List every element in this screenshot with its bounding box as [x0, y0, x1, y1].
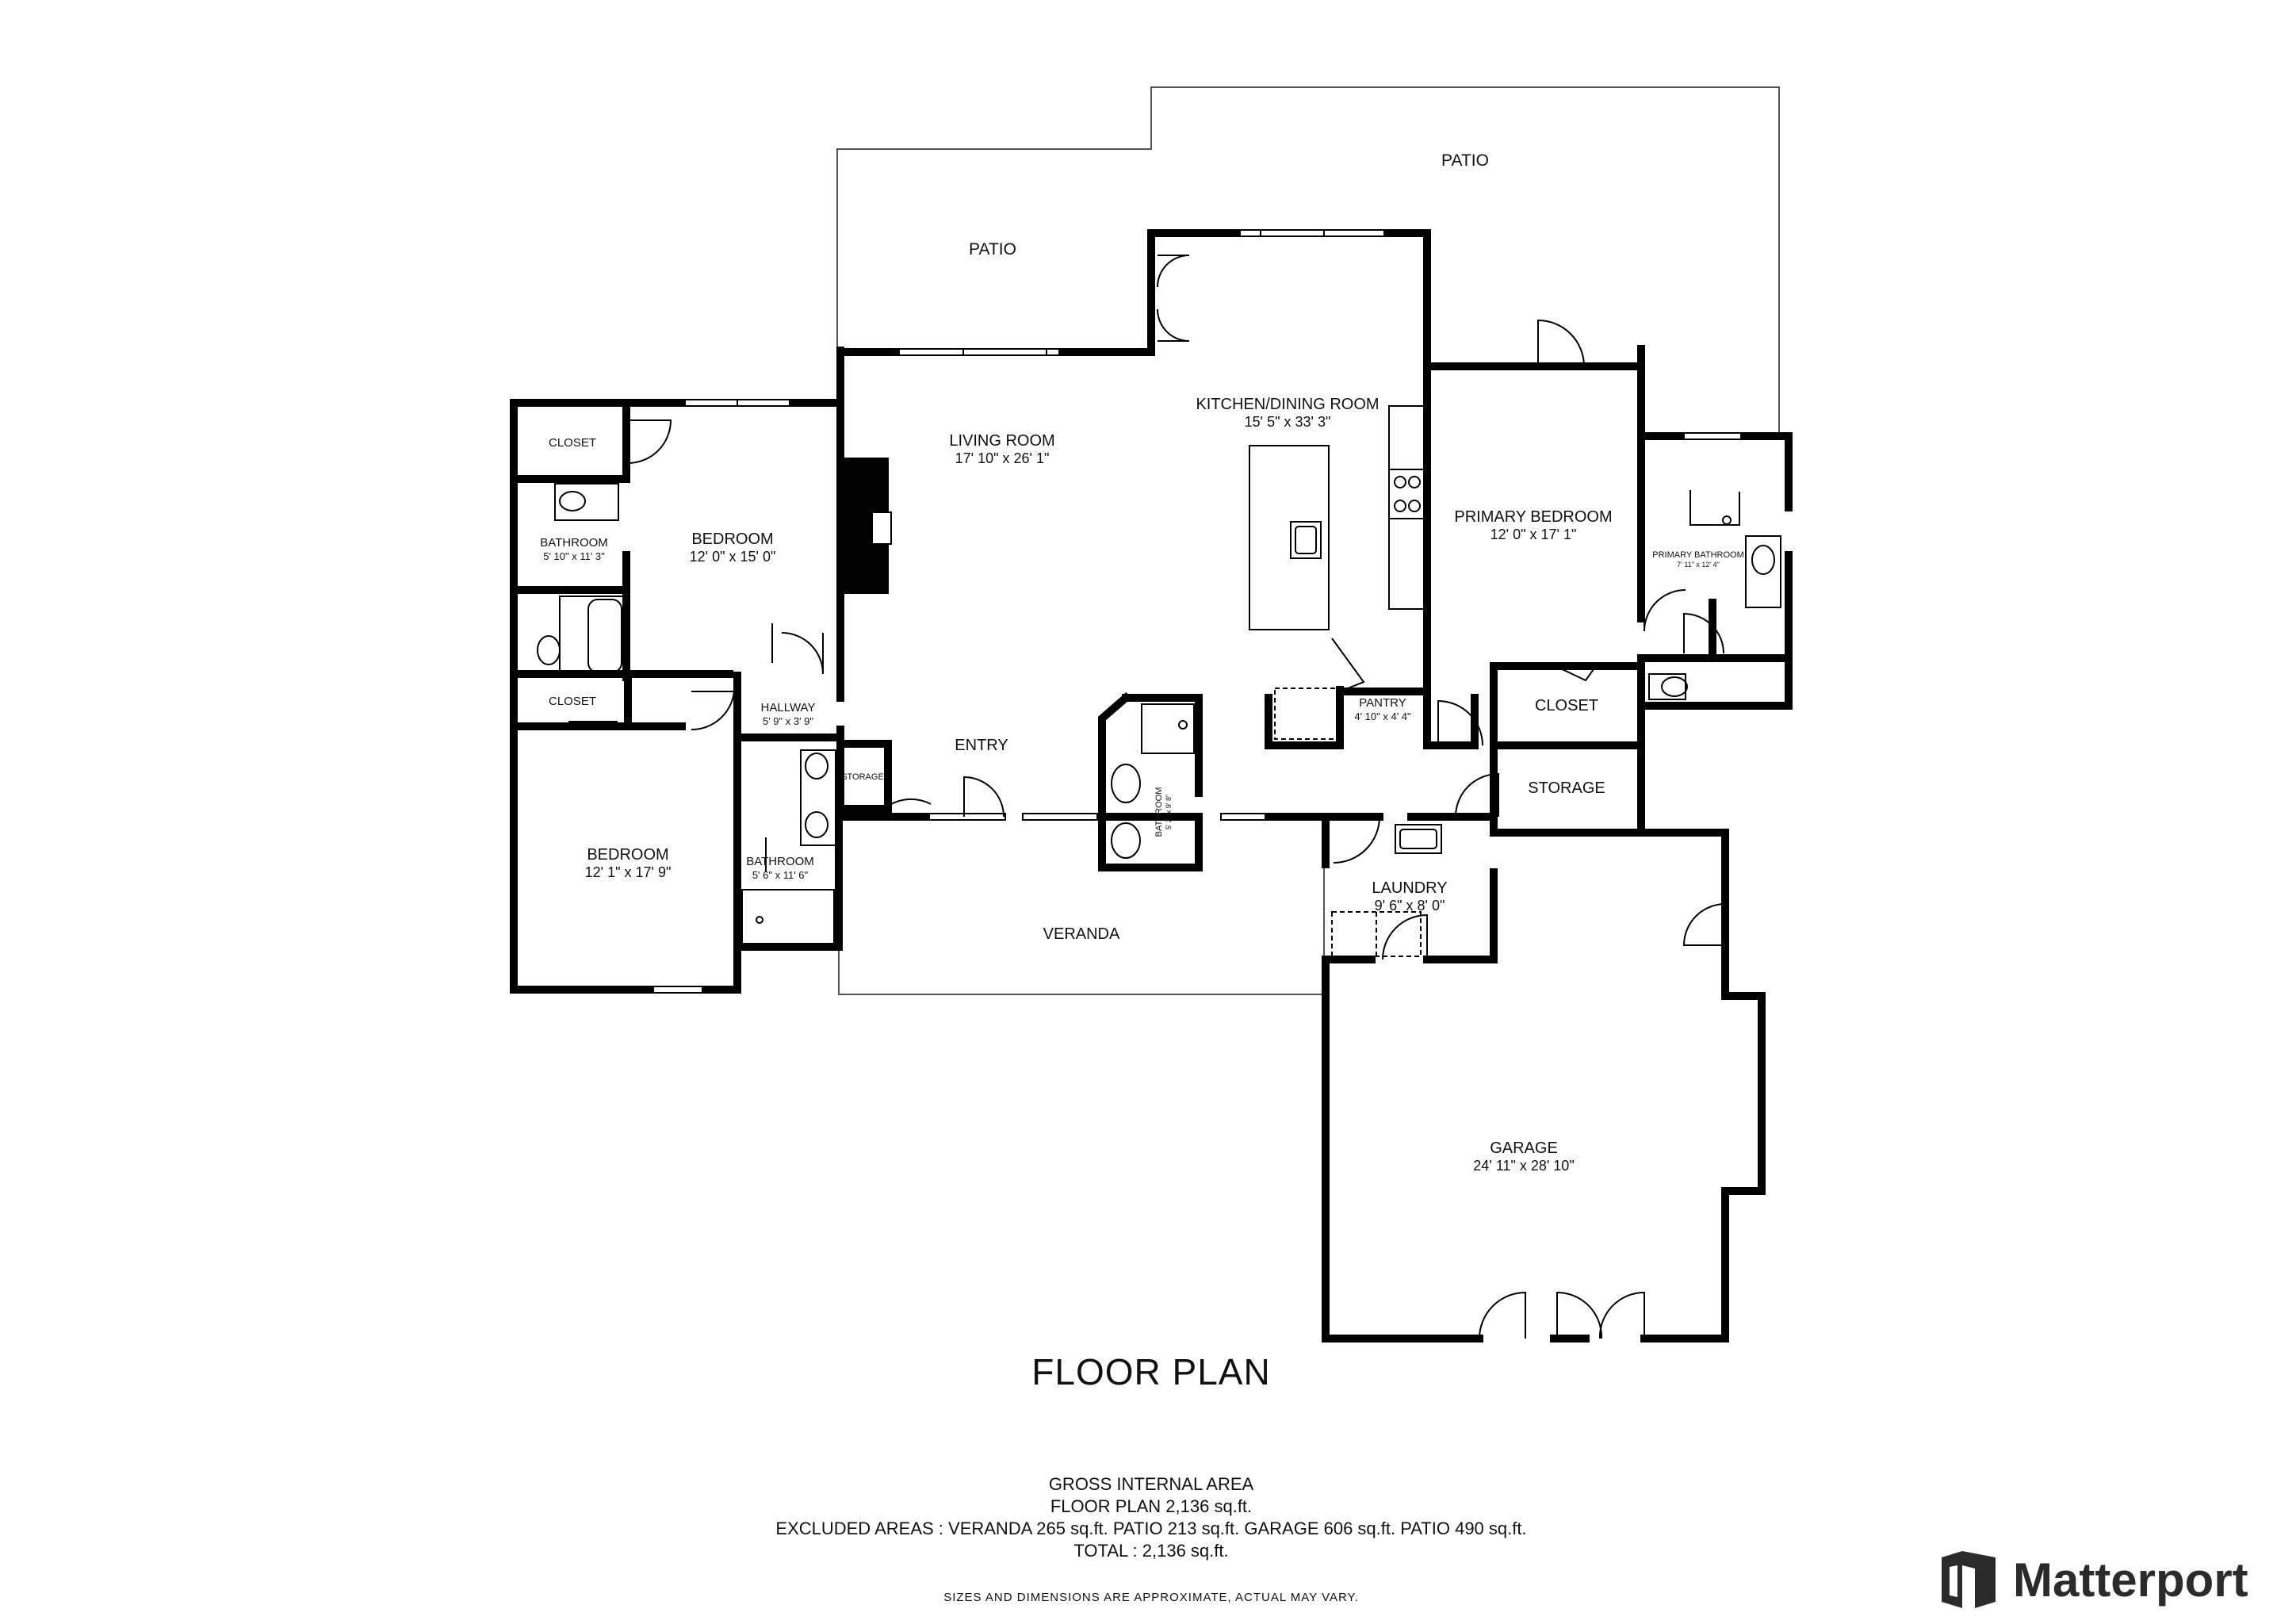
room-name: BATHROOM: [540, 536, 608, 550]
room-dimensions: 12' 0" x 17' 1": [1490, 527, 1577, 542]
room-name: BATHROOM: [746, 855, 814, 868]
plan-title: FLOOR PLAN: [1031, 1351, 1271, 1392]
room-storage-right: STORAGE: [1528, 779, 1605, 798]
room-name: STORAGE: [841, 772, 884, 782]
room-name: PRIMARY BATHROOM: [1652, 550, 1744, 560]
room-dimensions: 12' 1" x 17' 9": [584, 864, 672, 880]
room-name: BEDROOM: [587, 846, 669, 864]
room-dimensions: 5' 10" x 11' 3": [543, 550, 605, 562]
room-dimensions: 17' 10" x 26' 1": [955, 450, 1050, 466]
windows: [510, 229, 1793, 1314]
disclaimer-note: SIZES AND DIMENSIONS ARE APPROXIMATE, AC…: [943, 1591, 1359, 1604]
room-name: ENTRY: [955, 737, 1008, 754]
room-name: CLOSET: [1534, 697, 1599, 714]
room-dimensions: 4' 10" x 4' 4": [1354, 710, 1411, 722]
room-dimensions: 5' 9" x 3' 9": [762, 715, 814, 727]
room-name: BEDROOM: [691, 530, 774, 548]
room-dimensions: 5' 2" x 9' 8": [1165, 794, 1173, 830]
room-name: PATIO: [969, 240, 1016, 259]
room-patio-left: PATIO: [969, 239, 1016, 259]
room-dimensions: 9' 6" x 8' 0": [1374, 898, 1445, 914]
doors: [627, 255, 1726, 1339]
room-patio-upper: PATIO: [1441, 151, 1489, 170]
room-dimensions: 15' 5" x 33' 3": [1244, 414, 1331, 430]
room-name: BATHROOM: [1154, 787, 1165, 837]
room-dimensions: 12' 0" x 15' 0": [689, 549, 776, 565]
room-name: CLOSET: [548, 436, 597, 450]
room-dimensions: 7' 11" x 12' 4": [1677, 561, 1720, 569]
room-name: LAUNDRY: [1372, 879, 1448, 897]
brand-logo: Matterport: [1938, 1549, 2248, 1610]
brand-name: Matterport: [2013, 1553, 2248, 1607]
area-line-4: TOTAL : 2,136 sq.ft.: [1073, 1541, 1229, 1561]
room-closet-ml: CLOSET: [549, 695, 596, 709]
room-closet-right: CLOSET: [1535, 696, 1598, 715]
room-name: PRIMARY BEDROOM: [1454, 508, 1613, 526]
room-name: STORAGE: [1528, 779, 1605, 797]
room-veranda: VERANDA: [1043, 925, 1120, 944]
room-closet-tl: CLOSET: [549, 436, 596, 450]
room-dimensions: 5' 6" x 11' 6": [752, 869, 809, 881]
matterport-logo-icon: [1942, 1551, 1996, 1608]
room-name: VERANDA: [1043, 925, 1120, 943]
area-line-3: EXCLUDED AREAS : VERANDA 265 sq.ft. PATI…: [775, 1519, 1527, 1538]
room-storage-small: STORAGE: [841, 772, 884, 783]
area-summary: GROSS INTERNAL AREA FLOOR PLAN 2,136 sq.…: [699, 1473, 1603, 1562]
room-name: KITCHEN/DINING ROOM: [1196, 396, 1380, 413]
room-name: PATIO: [1441, 151, 1489, 170]
fixtures: [537, 405, 1781, 957]
room-name: GARAGE: [1490, 1139, 1558, 1157]
area-line-2: FLOOR PLAN 2,136 sq.ft.: [1050, 1496, 1253, 1516]
room-name: PANTRY: [1359, 696, 1406, 710]
room-name: LIVING ROOM: [949, 432, 1055, 450]
room-name: HALLWAY: [760, 701, 816, 714]
area-line-1: GROSS INTERNAL AREA: [1048, 1474, 1254, 1494]
room-entry: ENTRY: [955, 736, 1008, 755]
room-name: CLOSET: [548, 695, 597, 708]
room-dimensions: 24' 11" x 28' 10": [1473, 1158, 1575, 1174]
